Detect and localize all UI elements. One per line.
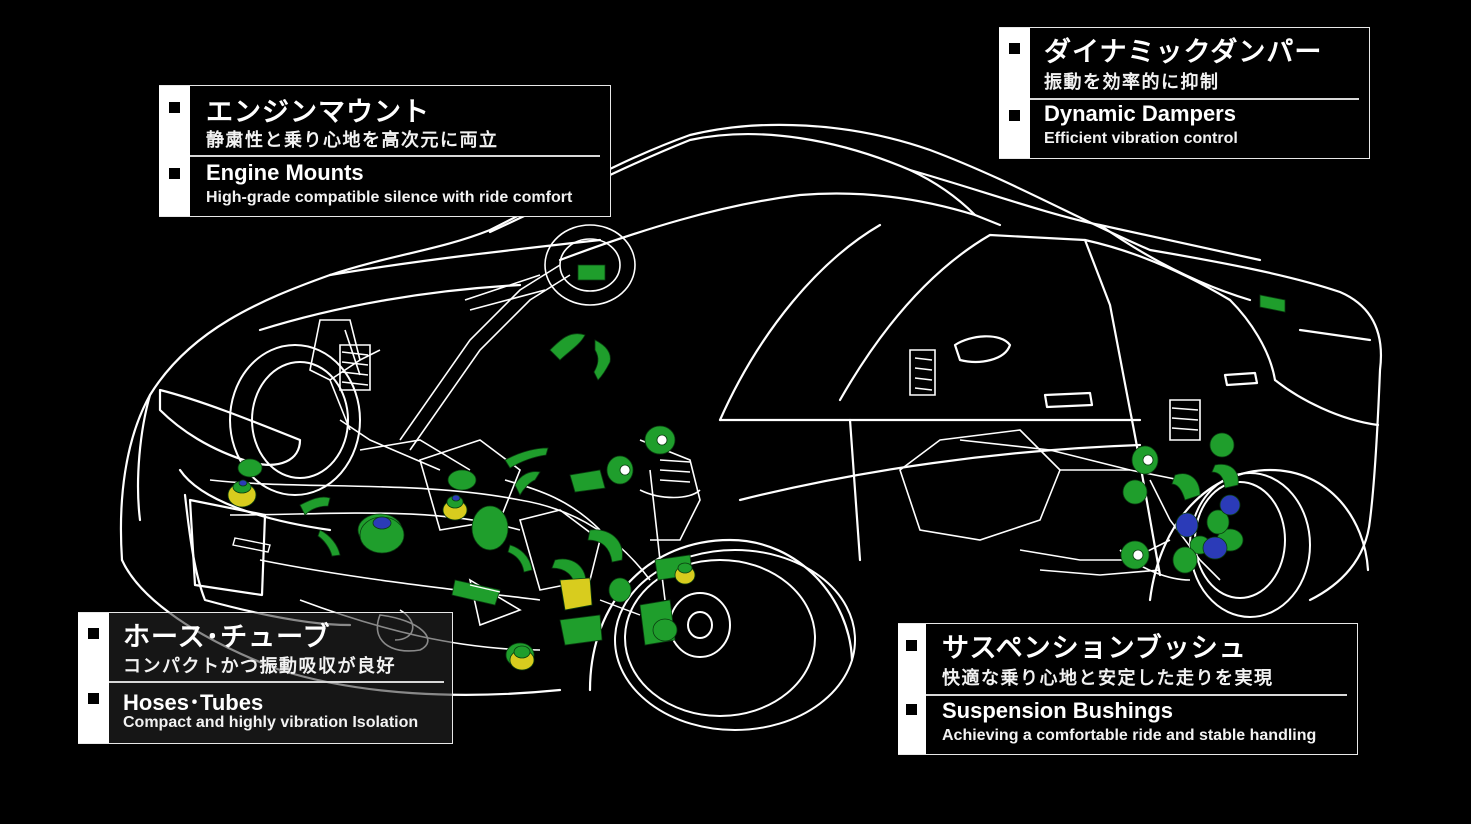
front-wheel xyxy=(614,549,856,731)
suspension-bushings-en-title: Suspension Bushings xyxy=(942,698,1174,723)
engine-mounts-callout: エンジンマウント 静粛性と乗り心地を高次元に両立 Engine Mounts H… xyxy=(159,85,611,217)
callout-divider xyxy=(926,694,1347,696)
bullet-icon xyxy=(906,704,917,715)
suspension-bushings-callout: サスペンションブッシュ 快適な乗り心地と安定した走りを実現 Suspension… xyxy=(898,623,1358,755)
dynamic-dampers-callout: ダイナミックダンパー 振動を効率的に抑制 Dynamic Dampers Eff… xyxy=(999,27,1370,159)
hoses-tubes-jp-title: ホース･チューブ xyxy=(123,622,331,653)
bullet-icon xyxy=(906,640,917,651)
engine-mounts-en-subtitle: High-grade compatible silence with ride … xyxy=(206,189,573,206)
engine-mounts-en-title: Engine Mounts xyxy=(206,160,364,185)
suspension-bushings-jp-subtitle: 快適な乗り心地と安定した走りを実現 xyxy=(942,668,1274,689)
callout-divider xyxy=(190,155,600,157)
callout-divider xyxy=(1030,98,1359,100)
hoses-tubes-en-title: Hoses･Tubes xyxy=(123,690,264,715)
bushings xyxy=(606,425,1241,642)
bullet-icon xyxy=(88,628,99,639)
hoses-tubes-callout: ホース･チューブ コンパクトかつ振動吸収が良好 Hoses･Tubes Comp… xyxy=(78,612,453,744)
bullet-icon xyxy=(1009,43,1020,54)
callout-divider xyxy=(109,681,444,683)
dynamic-dampers-en-subtitle: Efficient vibration control xyxy=(1044,130,1238,147)
bullet-icon xyxy=(169,168,180,179)
suspension-bushings-en-subtitle: Achieving a comfortable ride and stable … xyxy=(942,727,1317,744)
suspension-bushings-jp-title: サスペンションブッシュ xyxy=(942,633,1247,664)
engine-mounts-jp-subtitle: 静粛性と乗り心地を高次元に両立 xyxy=(206,130,499,151)
hoses-tubes-jp-subtitle: コンパクトかつ振動吸収が良好 xyxy=(123,656,396,677)
hoses-tubes-en-subtitle: Compact and highly vibration Isolation xyxy=(123,714,419,731)
bullet-icon xyxy=(88,693,99,704)
dynamic-dampers-jp-subtitle: 振動を効率的に抑制 xyxy=(1044,72,1220,93)
engine-mounts-jp-title: エンジンマウント xyxy=(206,97,430,128)
dynamic-dampers-jp-title: ダイナミックダンパー xyxy=(1044,37,1323,68)
left-front-wheel xyxy=(229,344,361,496)
bullet-icon xyxy=(1009,110,1020,121)
chassis-subframe xyxy=(209,224,1221,652)
small-parts xyxy=(232,537,641,616)
engine-mount-assemblies xyxy=(227,479,1228,671)
bullet-icon xyxy=(169,102,180,113)
rubber-components xyxy=(237,264,1286,668)
dynamic-dampers-en-title: Dynamic Dampers xyxy=(1044,101,1236,126)
